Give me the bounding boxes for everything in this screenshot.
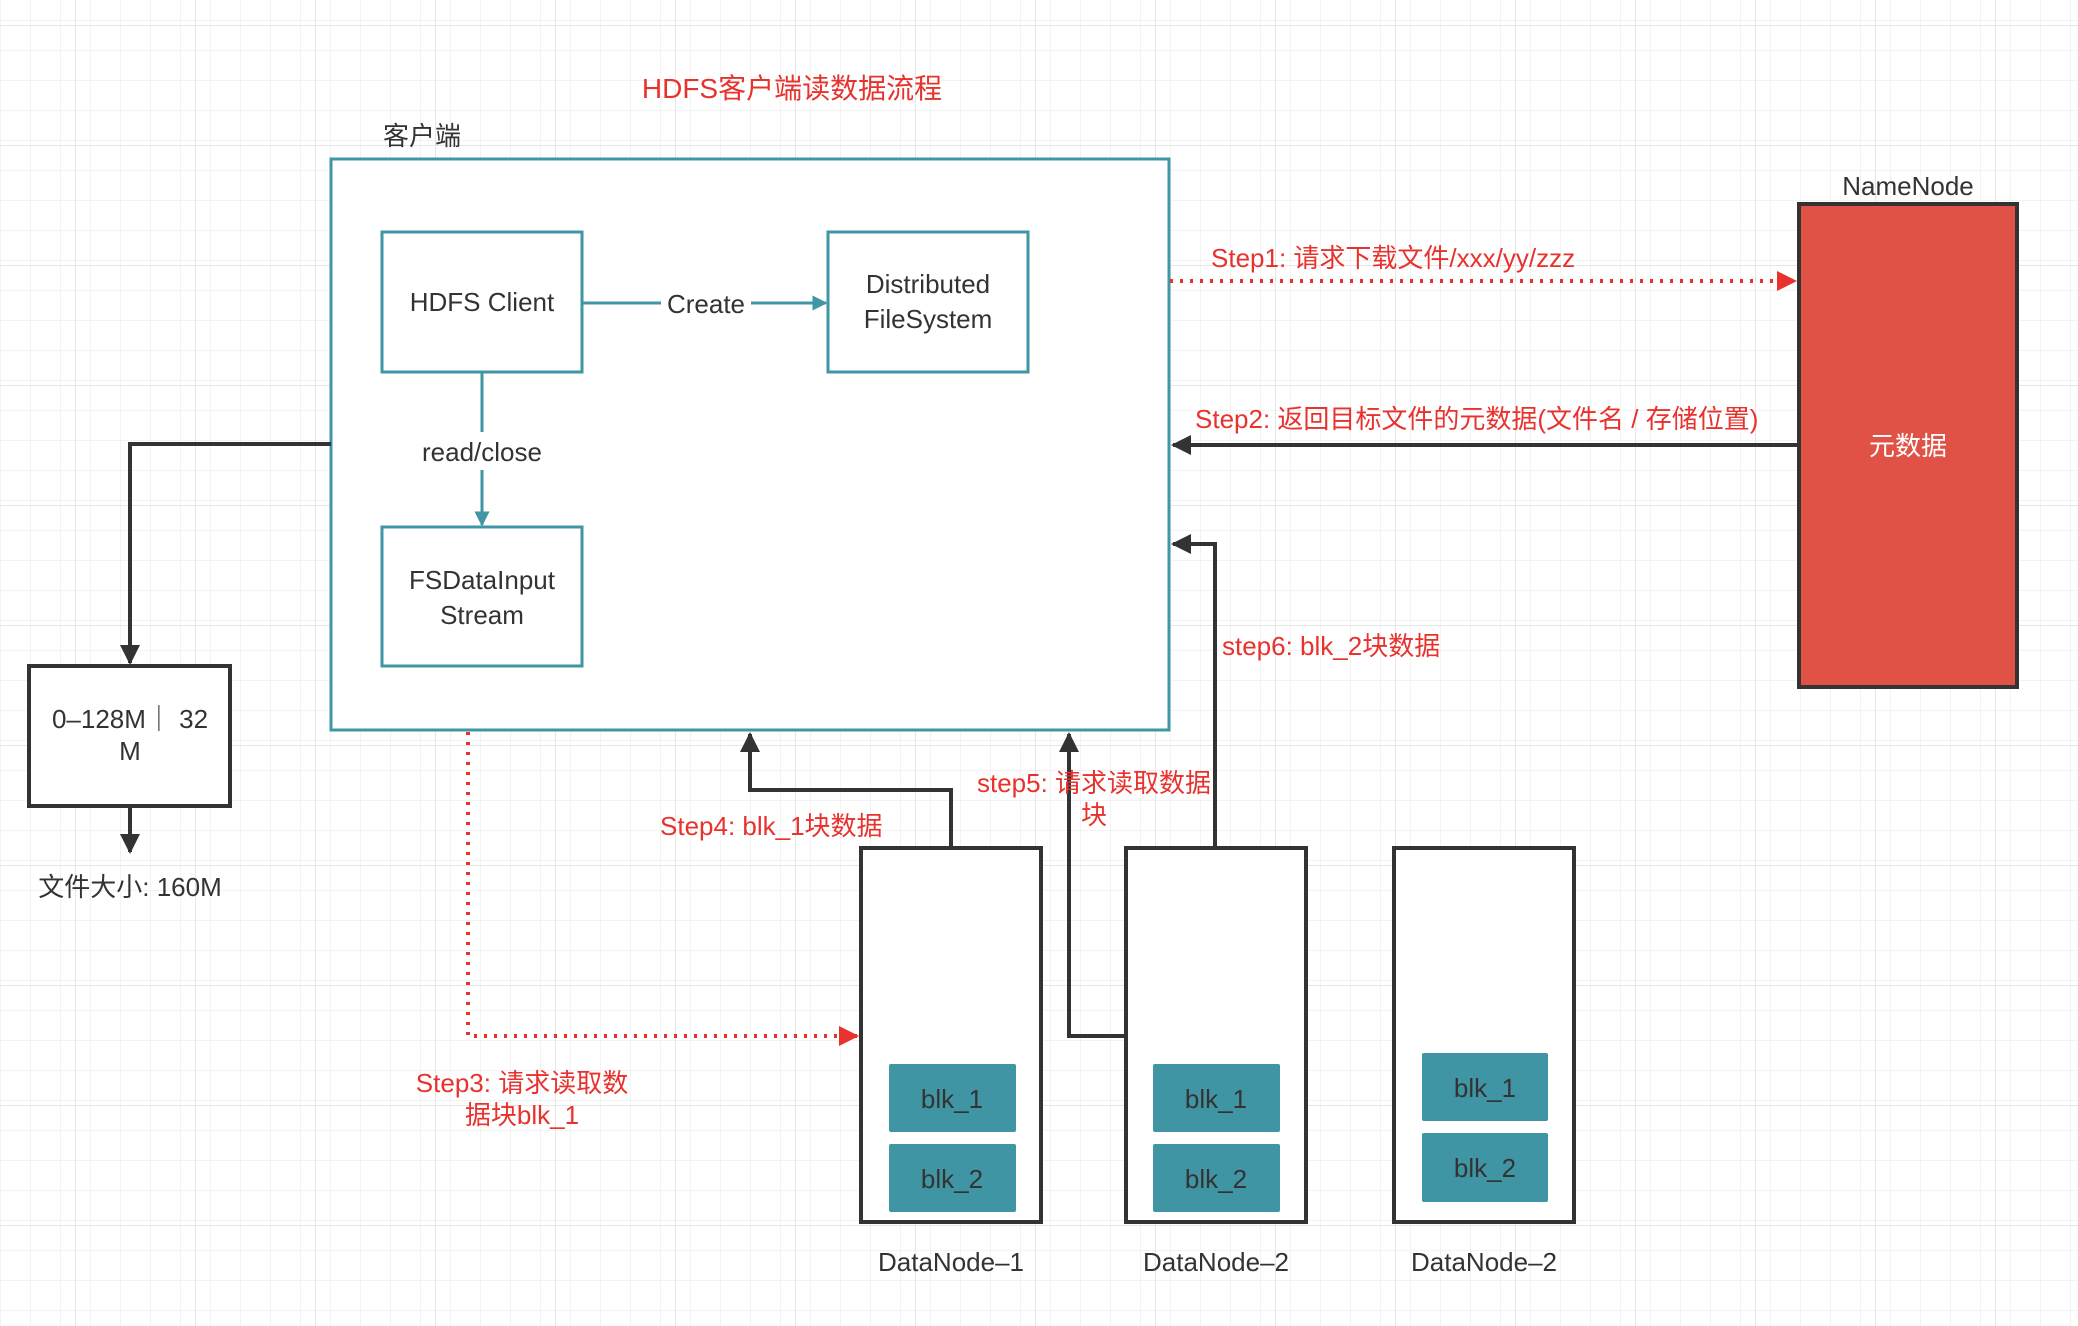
diagram-title: HDFS客户端读数据流程 <box>642 73 942 104</box>
namenode-content: 元数据 <box>1869 431 1947 461</box>
step1-label: Step1: 请求下载文件/xxx/yy/zzz <box>1211 243 1575 273</box>
datanode-1[interactable]: blk_1 blk_2 <box>859 846 1043 1224</box>
datanode-3-block-1[interactable]: blk_1 <box>1422 1053 1548 1121</box>
file-split-line2: M <box>119 736 141 766</box>
step6-label: step6: blk_2块数据 <box>1222 631 1440 661</box>
datanode-2[interactable]: blk_1 blk_2 <box>1124 846 1308 1224</box>
datanode-1-block-2[interactable]: blk_2 <box>889 1144 1016 1212</box>
read-close-label-bg <box>410 432 554 470</box>
read-close-label: read/close <box>422 437 542 467</box>
block-label: blk_1 <box>1185 1084 1247 1114</box>
datanode-3-label: DataNode–2 <box>1411 1247 1557 1277</box>
datanode-3-block-2[interactable]: blk_2 <box>1422 1133 1548 1202</box>
client-to-file-connector <box>120 442 331 665</box>
block-label: blk_2 <box>921 1164 983 1194</box>
namenode-label: NameNode <box>1842 171 1974 201</box>
client-label: 客户端 <box>383 121 461 151</box>
fsdis-label-line2: Stream <box>440 600 524 630</box>
datanode-1-label: DataNode–1 <box>878 1247 1024 1277</box>
step3-label-line2: 据块blk_1 <box>465 1100 579 1130</box>
step3-label-line1: Step3: 请求读取数 <box>416 1068 628 1098</box>
block-label: blk_1 <box>1454 1073 1516 1103</box>
step3-connector <box>466 732 859 1046</box>
step4-label: Step4: blk_1块数据 <box>660 811 883 841</box>
fsdis-label-line1: FSDataInput <box>409 565 556 595</box>
block-label: blk_1 <box>921 1084 983 1114</box>
dfs-label-line2: FileSystem <box>864 304 993 334</box>
block-label: blk_2 <box>1185 1164 1247 1194</box>
dfs-label-line1: Distributed <box>866 269 990 299</box>
namenode-box[interactable]: 元数据 <box>1797 202 2019 689</box>
hdfs-client-box[interactable]: HDFS Client <box>380 230 584 374</box>
datanode-1-block-1[interactable]: blk_1 <box>889 1064 1016 1132</box>
step5-connector <box>1059 732 1126 1038</box>
distributed-filesystem-box[interactable]: Distributed FileSystem <box>826 230 1030 374</box>
datanode-3[interactable]: blk_1 blk_2 <box>1392 846 1576 1224</box>
step6-connector <box>1171 534 1217 848</box>
datanode-2-block-2[interactable]: blk_2 <box>1153 1144 1280 1212</box>
file-split-box[interactable]: 0–128M｜ 32 M <box>27 664 232 808</box>
datanode-2-block-1[interactable]: blk_1 <box>1153 1064 1280 1132</box>
block-label: blk_2 <box>1454 1153 1516 1183</box>
datanode-2-label: DataNode–2 <box>1143 1247 1289 1277</box>
file-split-line1: 0–128M｜ 32 <box>52 704 208 734</box>
step4-connector <box>740 732 953 848</box>
step5-label-line1: step5: 请求读取数据 <box>977 768 1211 798</box>
step5-label-line2: 块 <box>1081 800 1107 830</box>
step2-label: Step2: 返回目标文件的元数据(文件名 / 存储位置) <box>1195 404 1758 434</box>
hdfs-client-label: HDFS Client <box>410 287 555 317</box>
file-size-label: 文件大小: 160M <box>38 872 222 902</box>
fsdatainputstream-box[interactable]: FSDataInput Stream <box>380 525 584 668</box>
create-label: Create <box>667 289 745 319</box>
create-label-bg <box>661 288 751 318</box>
